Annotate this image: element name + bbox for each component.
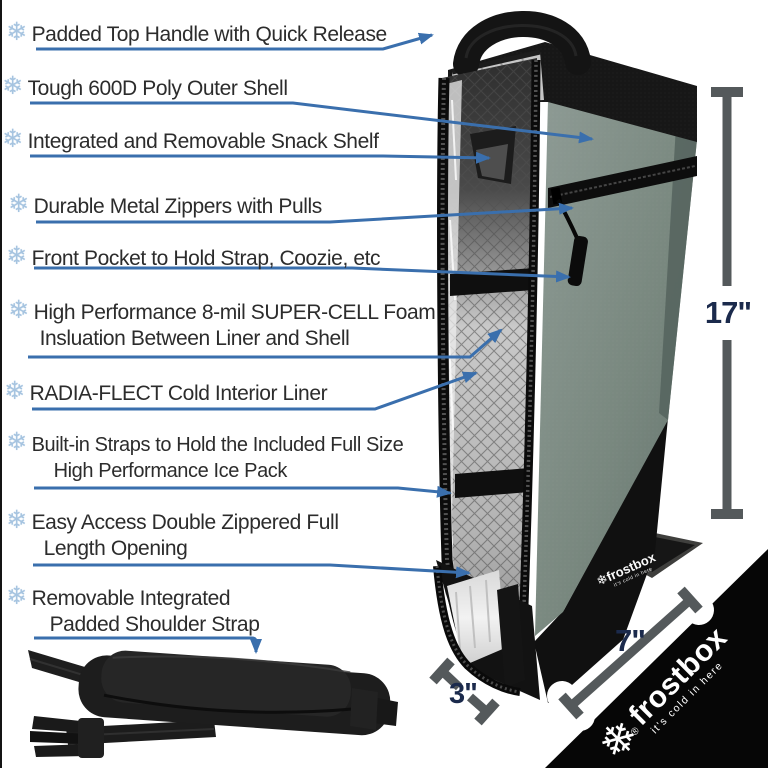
dimension-lines [429,87,743,731]
dimension-line-17 [711,87,743,519]
image-left-border [0,0,2,768]
bottom-ice-pack [447,570,505,666]
snowflake-icon: ❄ [4,377,25,405]
feature-line2: Length Opening [43,537,188,560]
feature-line2: High Performance Ice Pack [53,460,288,482]
feature-snack-shelf: ❄ Integrated and Removable Snack Shelf [2,125,379,155]
bag-black-bottom [534,418,668,703]
feature-outer-shell: ❄ Tough 600D Poly Outer Shell [2,72,288,102]
arrow-foam [28,328,503,359]
snowflake-icon: ❄ [8,190,29,218]
arrow-opening [33,563,471,579]
zipper-pull-tab [567,235,588,287]
feature-label: Removable Integrated Padded Shoulder Str… [32,586,260,638]
snowflake-icon: ❄ [6,428,27,456]
feature-zippered-opening: ❄ Easy Access Double Zippered Full Lengt… [6,506,339,562]
bottom-zipper [433,565,521,696]
feature-label: High Performance 8-mil SUPER-CELL Foam I… [34,300,436,352]
front-pocket-zipper [548,156,697,208]
snowflake-icon: ❄ [6,242,27,270]
feature-line2: Padded Shoulder Strap [49,613,260,636]
snowflake-icon: ❄ [6,506,27,534]
feature-line1: Easy Access Double Zippered Full [31,511,339,534]
dimension-line-3 [429,657,500,726]
strap-buckle [30,716,104,758]
feature-label: Tough 600D Poly Outer Shell [27,77,288,100]
feature-label: Padded Top Handle with Quick Release [31,23,388,46]
bottom-webbing [497,584,525,688]
feature-builtin-straps: ❄ Built-in Straps to Hold the Included F… [6,428,404,484]
arrow-front-pocket [34,266,571,283]
feature-front-pocket: ❄ Front Pocket to Hold Strap, Coozie, et… [6,242,381,272]
shoulder-strap-photo [28,650,398,758]
feature-label: Integrated and Removable Snack Shelf [27,130,379,153]
feature-padded-handle: ❄ Padded Top Handle with Quick Release [6,18,388,48]
feature-interior-liner: ❄ RADIA-FLECT Cold Interior Liner [4,377,328,407]
arrow-outer-shell [30,101,594,144]
snowflake-icon: ❄ [2,72,23,100]
feature-line1: Removable Integrated [31,587,231,610]
arrow-handle [36,32,434,51]
dimension-depth-label: 3" [449,678,478,710]
feature-label: Front Pocket to Hold Strap, Coozie, etc [31,247,381,270]
feature-shoulder-strap: ❄ Removable Integrated Padded Shoulder S… [6,582,260,638]
feature-line1: High Performance 8-mil SUPER-CELL Foam [33,301,436,324]
feature-label: Durable Metal Zippers with Pulls [33,195,323,218]
arrow-snack-shelf [30,151,491,164]
snowflake-icon: ❄ [6,582,27,610]
snowflake-icon: ❄ [6,18,27,46]
ice-pack-strap-lower [455,468,529,498]
feature-foam-insulation: ❄ High Performance 8-mil SUPER-CELL Foam… [8,296,436,352]
feature-metal-zippers: ❄ Durable Metal Zippers with Pulls [8,190,323,220]
dimension-height-label: 17" [704,295,752,330]
feature-label: RADIA-FLECT Cold Interior Liner [29,382,328,405]
dimension-line-7 [547,575,714,731]
feature-label: Built-in Straps to Hold the Included Ful… [32,432,404,484]
feature-line1: Built-in Straps to Hold the Included Ful… [31,434,404,456]
cooler-bag-photo: ❄frostbox it's cold in here [433,11,703,703]
feature-label: Easy Access Double Zippered Full Length … [32,510,339,562]
callout-arrows [28,32,594,654]
snowflake-icon: ❄ [8,296,29,324]
dimension-width-label: 7" [615,623,646,658]
arrow-liner [32,371,478,411]
feature-line2: Insluation Between Liner and Shell [39,327,350,350]
arrow-straps [34,485,452,498]
arrow-zippers [36,202,574,224]
snowflake-icon: ❄ [2,125,23,153]
arrow-shoulder-strap [34,636,262,654]
